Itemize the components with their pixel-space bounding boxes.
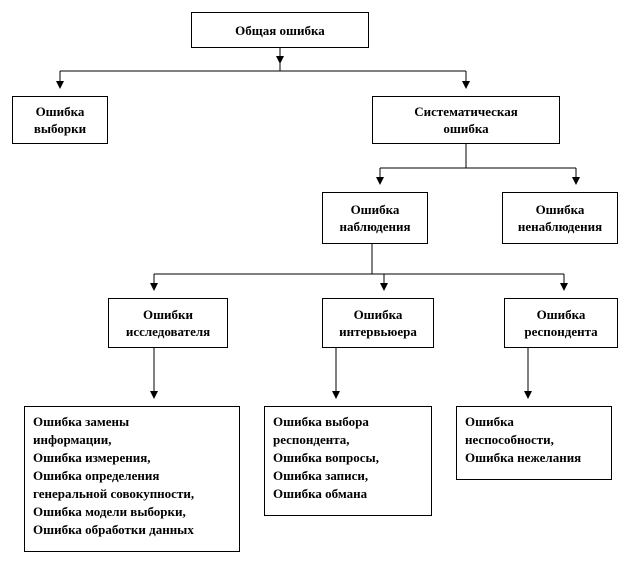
node-respondent-error-list: Ошибка неспособности, Ошибка нежелания xyxy=(456,406,612,480)
interviewer-list-item: респондента, xyxy=(273,432,350,447)
node-nonobservation-error-line: ненаблюдения xyxy=(517,219,603,234)
node-respondent-error-line: Ошибка xyxy=(536,307,586,322)
interviewer-list-item: Ошибка обмана xyxy=(273,486,368,501)
node-observation-error: Ошибка наблюдения xyxy=(322,192,428,244)
researcher-list-item: Ошибка измерения, xyxy=(33,450,151,465)
researcher-list-item: Ошибка модели выборки, xyxy=(33,504,186,519)
researcher-list-item: Ошибка обработки данных xyxy=(33,522,194,537)
node-nonobservation-error-line: Ошибка xyxy=(535,202,585,217)
interviewer-list-item: Ошибка вопросы, xyxy=(273,450,379,465)
respondent-list-item: Ошибка xyxy=(465,414,514,429)
node-total-error: Общая ошибка xyxy=(191,12,369,48)
node-interviewer-error: Ошибка интервьюера xyxy=(322,298,434,348)
node-sampling-error-line: выборки xyxy=(33,121,87,136)
researcher-list-item: Ошибка определения xyxy=(33,468,160,483)
node-researcher-error-list: Ошибка замены информации, Ошибка измерен… xyxy=(24,406,240,552)
interviewer-list-item: Ошибка выбора xyxy=(273,414,369,429)
node-researcher-errors-line: исследователя xyxy=(125,324,211,339)
node-sampling-error: Ошибка выборки xyxy=(12,96,108,144)
interviewer-list-item: Ошибка записи, xyxy=(273,468,369,483)
node-nonobservation-error: Ошибка ненаблюдения xyxy=(502,192,618,244)
respondent-list-item: неспособности, xyxy=(465,432,554,447)
researcher-list-item: Ошибка замены xyxy=(33,414,130,429)
node-systematic-error-line: Систематическая xyxy=(414,104,518,119)
node-interviewer-error-list: Ошибка выбора респондента, Ошибка вопрос… xyxy=(264,406,432,516)
node-interviewer-error-line: Ошибка xyxy=(353,307,403,322)
node-interviewer-error-line: интервьюера xyxy=(339,324,417,339)
node-observation-error-line: Ошибка xyxy=(350,202,400,217)
researcher-list-item: генеральной совокупности, xyxy=(33,486,195,501)
node-systematic-error: Систематическая ошибка xyxy=(372,96,560,144)
node-observation-error-line: наблюдения xyxy=(339,219,411,234)
node-respondent-error: Ошибка респондента xyxy=(504,298,618,348)
node-systematic-error-line: ошибка xyxy=(443,121,489,136)
node-respondent-error-line: респондента xyxy=(524,324,598,339)
node-total-error-line: Общая ошибка xyxy=(235,22,325,38)
node-researcher-errors-line: Ошибки xyxy=(142,307,194,322)
researcher-list-item: информации, xyxy=(33,432,112,447)
node-sampling-error-line: Ошибка xyxy=(35,104,85,119)
respondent-list-item: Ошибка нежелания xyxy=(465,450,582,465)
node-researcher-errors: Ошибки исследователя xyxy=(108,298,228,348)
